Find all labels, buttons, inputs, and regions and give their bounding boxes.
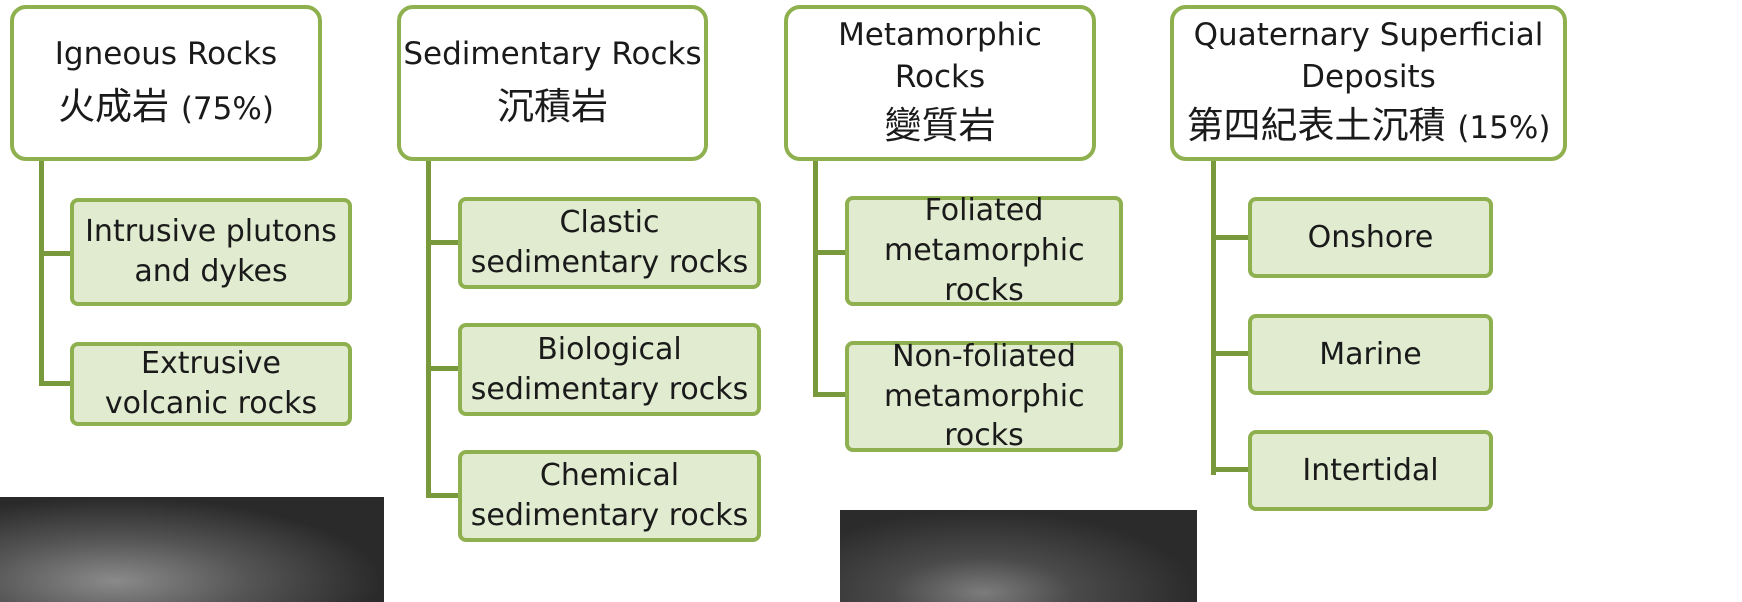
igneous-child-intrusive: Intrusive plutons and dykes <box>70 198 352 306</box>
igneous-title: Igneous Rocks <box>55 34 277 76</box>
rock-sample-photo <box>840 510 1197 602</box>
metamorphic-title: Metamorphic Rocks <box>825 15 1055 99</box>
sedimentary-chinese: 沉積岩 <box>497 82 608 132</box>
igneous-connector-branch <box>39 251 72 256</box>
quaternary-title: Quaternary Superficial Deposits <box>1194 15 1544 99</box>
igneous-percent: (75%) <box>181 91 274 127</box>
quaternary-connector-branch <box>1211 235 1251 240</box>
metamorphic-connector-branch <box>813 250 847 255</box>
metamorphic-child-foliated: Foliated metamorphic rocks <box>845 196 1123 306</box>
rock-sample-photo <box>0 497 384 602</box>
quaternary-child-marine: Marine <box>1248 314 1493 395</box>
quaternary-connector-branch <box>1211 351 1251 356</box>
quaternary-connector-trunk <box>1211 161 1216 475</box>
metamorphic-child-non-foliated: Non-foliated metamorphic rocks <box>845 341 1123 452</box>
quaternary-connector-branch <box>1211 467 1251 472</box>
quaternary-percent: (15%) <box>1457 110 1550 146</box>
quaternary-chinese: 第四紀表土沉積 <box>1187 104 1446 147</box>
igneous-connector-branch <box>39 381 72 386</box>
sedimentary-child-chemical: Chemical sedimentary rocks <box>458 450 761 542</box>
sedimentary-title: Sedimentary Rocks <box>403 34 701 76</box>
sedimentary-child-clastic: Clastic sedimentary rocks <box>458 197 761 289</box>
metamorphic-chinese: 變質岩 <box>885 101 996 151</box>
sedimentary-child-biological: Biological sedimentary rocks <box>458 323 761 416</box>
metamorphic-rocks-box: Metamorphic Rocks 變質岩 <box>784 5 1096 161</box>
quaternary-child-onshore: Onshore <box>1248 197 1493 278</box>
sedimentary-rocks-box: Sedimentary Rocks 沉積岩 <box>397 5 708 161</box>
igneous-rocks-box: Igneous Rocks 火成岩 (75%) <box>10 5 322 161</box>
igneous-chinese: 火成岩 <box>58 85 169 128</box>
igneous-child-extrusive: Extrusive volcanic rocks <box>70 342 352 426</box>
metamorphic-connector-branch <box>813 392 847 397</box>
igneous-connector-trunk <box>39 161 44 386</box>
quaternary-deposits-box: Quaternary Superficial Deposits 第四紀表土沉積 … <box>1170 5 1567 161</box>
sedimentary-connector-branch <box>426 240 460 245</box>
metamorphic-connector-trunk <box>813 161 818 397</box>
sedimentary-connector-branch <box>426 493 460 498</box>
sedimentary-connector-branch <box>426 366 460 371</box>
sedimentary-connector-trunk <box>426 161 431 498</box>
quaternary-child-intertidal: Intertidal <box>1248 430 1493 511</box>
